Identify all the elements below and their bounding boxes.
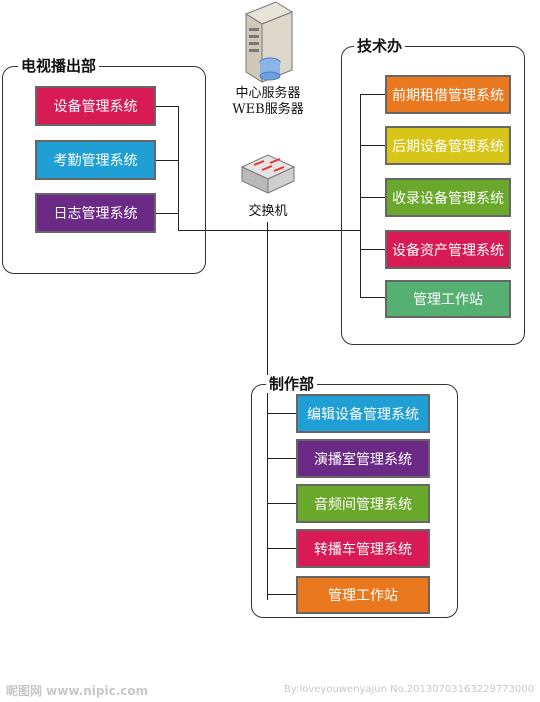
tv-sys-attendance[interactable]: 考勤管理系统: [35, 140, 156, 180]
tech-workstation[interactable]: 管理工作站: [385, 280, 511, 318]
prod-dept-group: [251, 384, 458, 618]
server-label: 中心服务器: [235, 86, 301, 101]
tech-dept-group: [341, 46, 525, 345]
tv-dept-group: [2, 66, 206, 274]
prod-sys-ob-van[interactable]: 转播车管理系统: [296, 529, 430, 568]
web-server-label: WEB服务器: [232, 102, 304, 117]
tech-sys-postproduction[interactable]: 后期设备管理系统: [385, 126, 511, 165]
tv-sys-log[interactable]: 日志管理系统: [35, 193, 156, 233]
tv-sys-equipment[interactable]: 设备管理系统: [35, 86, 156, 126]
main-vertical-link: [267, 222, 268, 600]
prod-dept-title: 制作部: [266, 375, 318, 393]
tech-dept-title: 技术办: [354, 37, 406, 55]
prod-sys-audio[interactable]: 音频间管理系统: [296, 484, 430, 523]
switch-label: 交换机: [248, 204, 288, 219]
watermark-right: By:loveyouwenyajun No.201307031632297730…: [284, 684, 534, 695]
prod-sys-studio[interactable]: 演播室管理系统: [296, 439, 430, 478]
prod-sys-editing[interactable]: 编辑设备管理系统: [296, 394, 430, 433]
main-horizontal-link: [178, 230, 360, 231]
server-icon: [244, 1, 294, 83]
prod-workstation[interactable]: 管理工作站: [296, 576, 430, 614]
network-switch-icon: [240, 154, 296, 194]
watermark-left: 昵图网 www.nipic.com: [6, 684, 149, 698]
tv-dept-title: 电视播出部: [18, 57, 100, 75]
tech-sys-assets[interactable]: 设备资产管理系统: [385, 230, 511, 269]
tech-sys-recording[interactable]: 收录设备管理系统: [385, 178, 511, 217]
tech-sys-rental[interactable]: 前期租借管理系统: [385, 75, 511, 114]
